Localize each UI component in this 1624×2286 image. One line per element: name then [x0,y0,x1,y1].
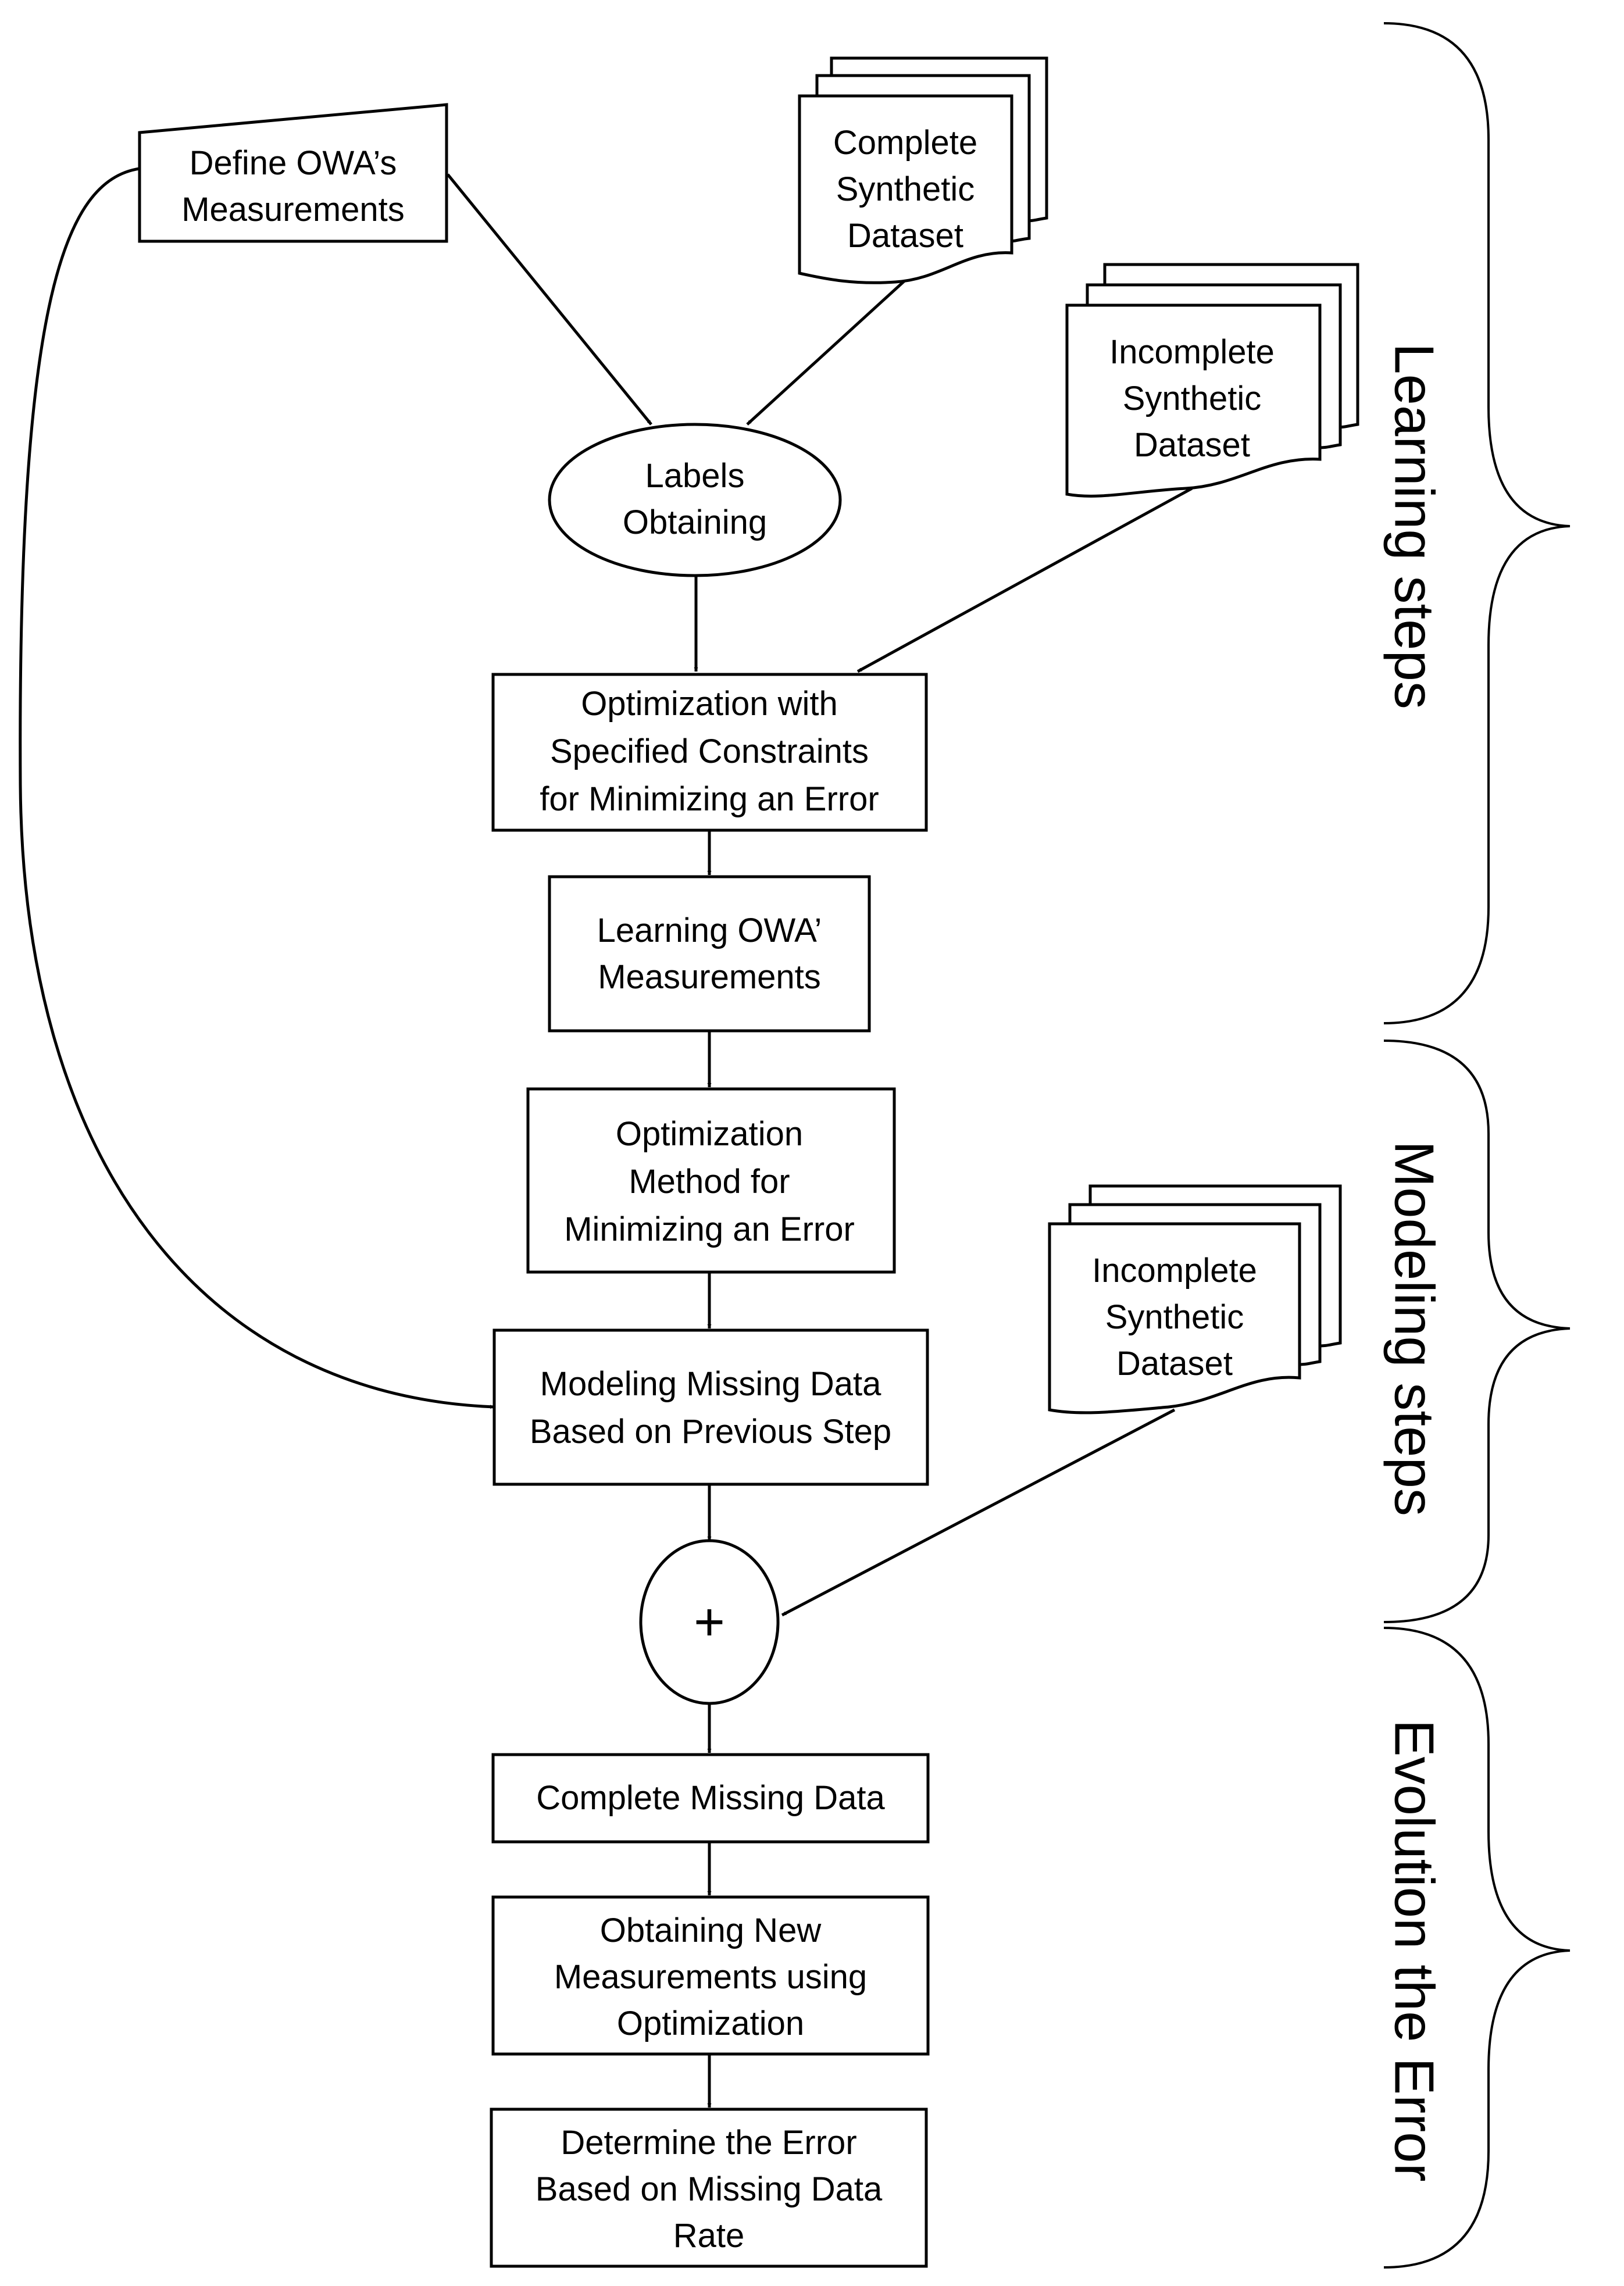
edge-define-to-labels [447,173,652,426]
incomplete-synthetic-1-line-1: Incomplete [1109,333,1275,371]
modeling-steps-brace [1383,1040,1571,1623]
modeling-missing-line-2: Based on Previous Step [530,1413,891,1451]
incomplete-synthetic-dataset-node-1: Incomplete Synthetic Dataset [1065,263,1359,498]
optimization-method-node: Optimization Method for Minimizing an Er… [526,1087,896,1274]
edge-incomplete2-to-plus [781,1408,1176,1617]
incomplete-synthetic-2-line-3: Dataset [1116,1345,1233,1383]
learning-owa-line-2: Measurements [598,958,821,996]
incomplete-synthetic-1-line-2: Synthetic [1123,380,1262,417]
modeling-missing-data-node: Modeling Missing Data Based on Previous … [492,1328,929,1486]
optimization-method-line-1: Optimization [616,1115,803,1153]
labels-obtaining-line-2: Obtaining [623,503,767,541]
define-owa-measurements-node: Define OWA’s Measurements [138,103,448,243]
labels-obtaining-node: Labels Obtaining [548,423,842,577]
modeling-missing-line-1: Modeling Missing Data [540,1365,881,1403]
modeling-steps-label: Modeling steps [1383,1141,1445,1516]
obtaining-new-measurements-node: Obtaining New Measurements using Optimiz… [491,1895,930,2056]
optimization-method-line-2: Method for [629,1163,790,1201]
labels-obtaining-line-1: Labels [645,457,745,495]
edge-incomplete1-to-optimization [856,487,1193,673]
edge-complete-to-labels [746,272,914,426]
evolution-error-label: Evolution the Error [1383,1719,1445,2181]
evolution-error-brace [1383,1627,1571,2269]
learning-owa-measurements-node: Learning OWA’ Measurements [548,875,871,1033]
complete-synthetic-line-1: Complete [833,124,977,162]
optimization-constraints-node: Optimization with Specified Constraints … [491,673,928,832]
define-owa-line-1: Define OWA’s [190,144,397,182]
learning-steps-label: Learning steps [1383,343,1445,709]
plus-junction-node: + [639,1539,780,1705]
incomplete-synthetic-dataset-node-2: Incomplete Synthetic Dataset [1048,1184,1342,1415]
plus-symbol: + [694,1592,725,1652]
determine-error-line-1: Determine the Error [561,2124,856,2162]
define-owa-line-2: Measurements [181,191,405,228]
obtaining-new-line-2: Measurements using [554,1958,867,1996]
incomplete-synthetic-2-line-1: Incomplete [1092,1252,1257,1290]
incomplete-synthetic-2-line-2: Synthetic [1105,1298,1244,1336]
optimization-method-line-3: Minimizing an Error [564,1210,855,1248]
optimization-constraints-line-1: Optimization with [581,685,838,723]
determine-error-line-2: Based on Missing Data [536,2170,883,2208]
complete-missing-data-node: Complete Missing Data [491,1753,930,1844]
determine-error-line-3: Rate [673,2217,745,2255]
obtaining-new-line-3: Optimization [617,2005,804,2042]
complete-synthetic-line-2: Synthetic [836,170,975,208]
complete-synthetic-dataset-node: Complete Synthetic Dataset [798,56,1048,284]
learning-steps-brace [1383,22,1571,1024]
complete-synthetic-line-3: Dataset [847,217,963,255]
learning-owa-line-1: Learning OWA’ [597,912,822,949]
obtaining-new-line-1: Obtaining New [600,1912,822,1949]
incomplete-synthetic-1-line-3: Dataset [1134,426,1250,464]
optimization-constraints-line-3: for Minimizing an Error [540,780,879,818]
complete-missing-line-1: Complete Missing Data [536,1779,885,1817]
optimization-constraints-line-2: Specified Constraints [550,733,869,770]
determine-error-node: Determine the Error Based on Missing Dat… [490,2108,928,2268]
edge-define-to-modeling-curve [19,167,495,1409]
